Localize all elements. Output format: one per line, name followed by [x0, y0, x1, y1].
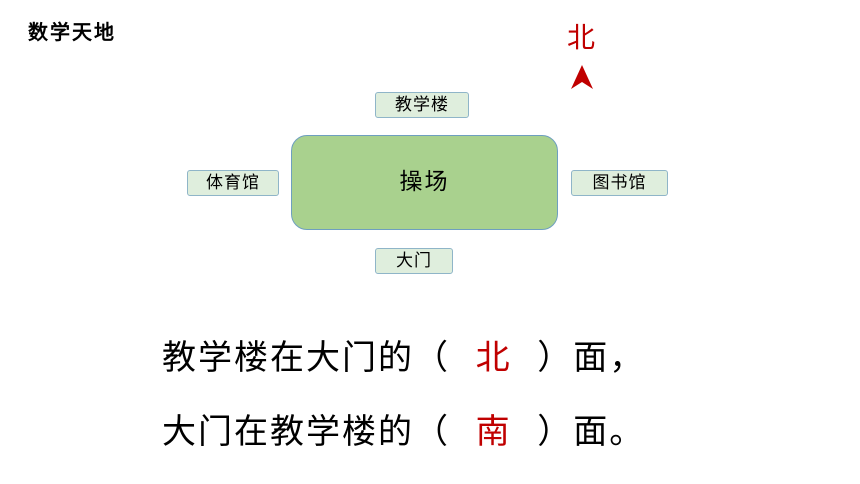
- question-1: 教学楼在大门的（ 北 ）面，: [162, 336, 645, 380]
- building-gym: 体育馆: [187, 170, 279, 196]
- question-1-after: ）面，: [537, 338, 646, 378]
- building-gate: 大门: [375, 248, 453, 274]
- question-2-answer: 南: [475, 412, 512, 452]
- question-2: 大门在教学楼的（ 南 ）面。: [162, 410, 645, 454]
- building-library: 图书馆: [571, 170, 668, 196]
- question-2-before: 大门在教学楼的（: [162, 412, 450, 452]
- playground: 操场: [291, 135, 558, 230]
- page-title: 数学天地: [28, 20, 116, 44]
- question-1-answer: 北: [475, 338, 512, 378]
- north-label: 北: [567, 21, 596, 54]
- north-arrow-icon: [571, 65, 593, 89]
- question-2-after: ）面。: [537, 412, 646, 452]
- building-teaching: 教学楼: [375, 92, 469, 118]
- question-1-before: 教学楼在大门的（: [162, 338, 450, 378]
